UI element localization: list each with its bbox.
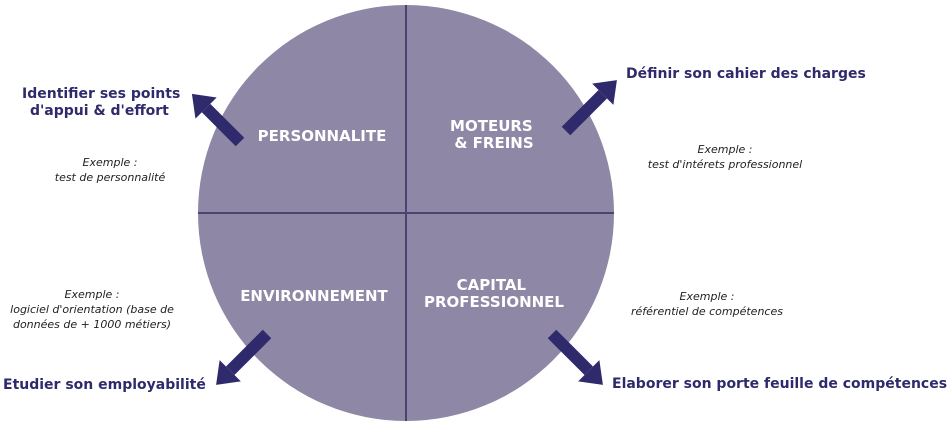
example-top-left: Exemple : test de personnalité <box>54 156 166 184</box>
example-top-right: Exemple : test d'intérets professionnel <box>647 143 803 171</box>
quadrant-label-capital-professionnel: CAPITAL PROFESSIONNEL <box>424 276 564 311</box>
arrow-bottom-right <box>547 329 603 385</box>
quadrant-label-environnement: ENVIRONNEMENT <box>240 287 388 305</box>
goal-elaborer-porte-feuille: Elaborer son porte feuille de compétence… <box>612 376 948 392</box>
quadrant-label-moteurs-freins: MOTEURS & FREINS <box>450 117 538 152</box>
goal-definir-cahier-charges: Définir son cahier des charges <box>626 66 866 82</box>
goal-etudier-employabilite: Etudier son employabilité <box>3 377 206 393</box>
quadrant-label-personnalite: PERSONNALITE <box>258 127 387 145</box>
example-bottom-left: Exemple : logiciel d'orientation (base d… <box>10 288 174 331</box>
arrow-top-left <box>191 93 245 147</box>
example-bottom-right: Exemple : référentiel de compétences <box>631 290 783 318</box>
goal-identifier-points-appui: Identifier ses points d'appui & d'effort <box>22 86 181 119</box>
arrow-bottom-left <box>216 329 272 385</box>
arrow-top-right <box>561 80 617 136</box>
